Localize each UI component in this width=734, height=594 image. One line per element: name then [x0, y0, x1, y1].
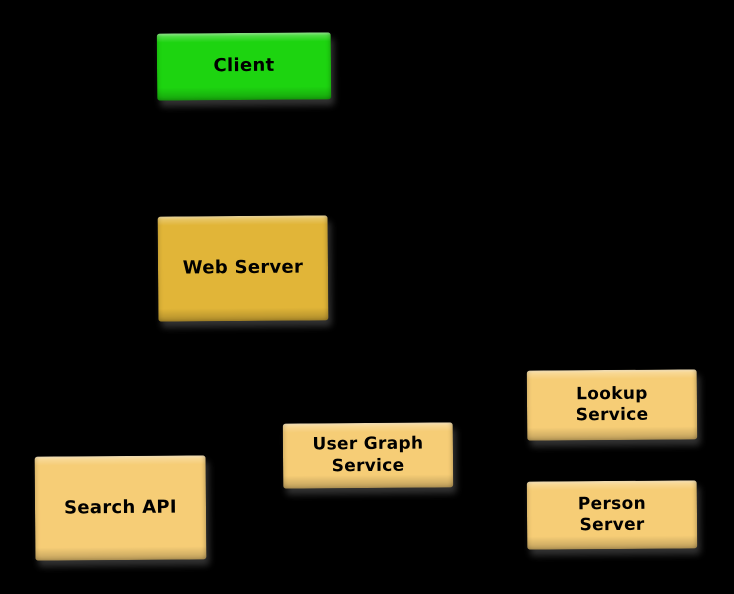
node-user-graph-service: User Graph Service [282, 422, 454, 489]
node-person-server-label: Person Server [577, 493, 647, 536]
node-person-server: Person Server [526, 480, 698, 550]
node-lookup-service: Lookup Service [526, 369, 698, 441]
node-web-server-label: Web Server [182, 256, 304, 279]
node-user-graph-service-label: User Graph Service [312, 433, 424, 476]
node-client-label: Client [213, 55, 275, 77]
node-client: Client [156, 32, 332, 101]
node-search-api-label: Search API [64, 496, 177, 519]
node-web-server: Web Server [157, 215, 329, 322]
node-lookup-service-label: Lookup Service [575, 383, 649, 426]
node-search-api: Search API [34, 455, 207, 561]
